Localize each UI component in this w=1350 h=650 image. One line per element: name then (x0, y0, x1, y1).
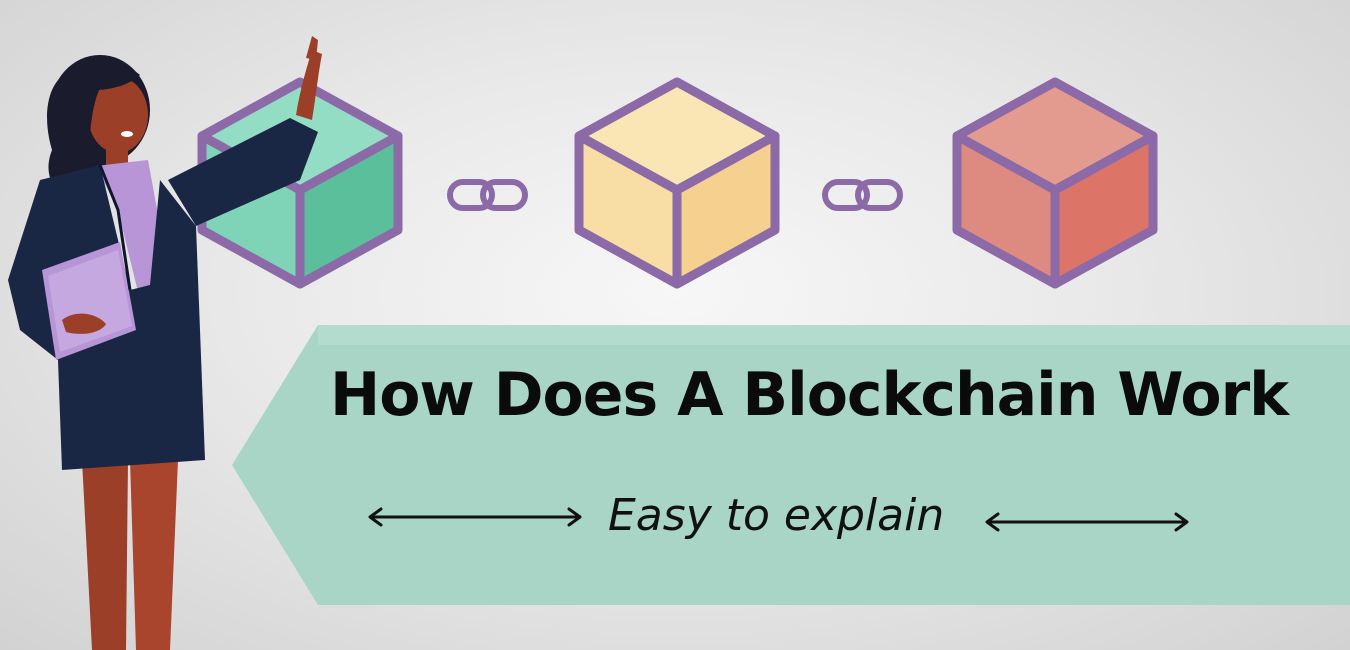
banner-subtitle: Easy to explain (608, 490, 945, 541)
double-headed-arrow-icon (985, 512, 1189, 532)
double-headed-arrow-icon (368, 507, 582, 527)
chain-link-icon (447, 179, 528, 211)
presenter-illustration (8, 36, 322, 650)
chain-link-icon (822, 179, 903, 211)
block-2-cube-icon (574, 77, 780, 289)
block-3-cube-icon (952, 77, 1158, 289)
banner-title: How Does A Blockchain Work (330, 360, 1289, 430)
